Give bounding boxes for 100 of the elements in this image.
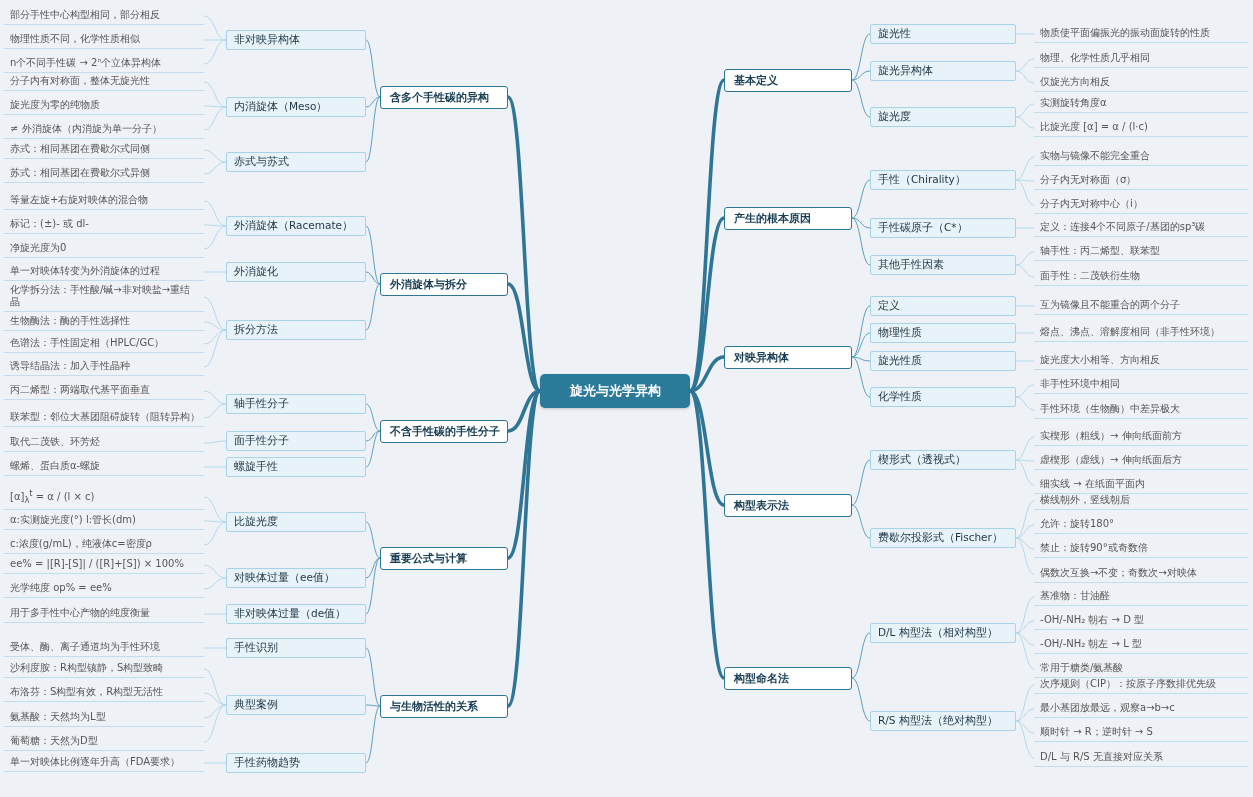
subtopic-box: 旋光性质 bbox=[870, 351, 1016, 371]
connector-line bbox=[203, 704, 227, 743]
underlined-text: 沙利度胺：R构型镇静，S构型致畸 bbox=[4, 660, 204, 678]
connector-line bbox=[365, 557, 381, 615]
subtopic-box: 手性碳原子（C*） bbox=[870, 218, 1016, 238]
underlined-text: 用于多手性中心产物的纯度衡量 bbox=[4, 605, 204, 623]
subtopic-box: 手性（Chirality） bbox=[870, 170, 1016, 190]
connector-line bbox=[1015, 632, 1035, 670]
underlined-text: 最小基团放最远，观察a→b→c bbox=[1034, 700, 1248, 718]
underlined-text: 部分手性中心构型相同，部分相反 bbox=[4, 7, 204, 25]
underlined-text: 实物与镜像不能完全重合 bbox=[1034, 148, 1248, 166]
connector-line bbox=[203, 149, 227, 163]
connector-line bbox=[1015, 384, 1035, 398]
connector-line bbox=[203, 668, 227, 706]
connector-line bbox=[365, 647, 381, 707]
subtopic-box: 对映体过量（ee值） bbox=[226, 568, 366, 588]
underlined-text: 化学拆分法：手性酸/碱→非对映盐→重结晶 bbox=[4, 282, 204, 312]
connector-line bbox=[851, 332, 871, 358]
subtopic-box: 轴手性分子 bbox=[226, 394, 366, 414]
branch-box: 不含手性碳的手性分子 bbox=[380, 419, 508, 443]
underlined-text: 旋光度大小相等、方向相反 bbox=[1034, 352, 1248, 370]
underlined-text: -OH/-NH₂ 朝右 → D 型 bbox=[1034, 612, 1248, 630]
underlined-text: 实测旋转角度α bbox=[1034, 95, 1248, 113]
subtopic-box: 内消旋体（Meso） bbox=[226, 97, 366, 117]
underlined-text: 色谱法：手性固定相（HPLC/GC） bbox=[4, 335, 204, 353]
subtopic-box: 非对映体过量（de值） bbox=[226, 604, 366, 624]
underlined-text: 虚楔形（虚线）→ 伸向纸面后方 bbox=[1034, 452, 1248, 470]
underlined-text: ee% = |[R]-[S]| / ([R]+[S]) × 100% bbox=[4, 556, 204, 574]
subtopic-box: 其他手性因素 bbox=[870, 255, 1016, 275]
underlined-text: 互为镜像且不能重合的两个分子 bbox=[1034, 297, 1248, 315]
underlined-text: 受体、酶、离子通道均为手性环境 bbox=[4, 639, 204, 657]
subtopic-box: D/L 构型法（相对构型） bbox=[870, 623, 1016, 643]
connector-line bbox=[365, 704, 381, 707]
subtopic-box: 定义 bbox=[870, 296, 1016, 316]
underlined-text: 非手性环境中相同 bbox=[1034, 376, 1248, 394]
connector-line bbox=[1015, 396, 1035, 411]
connector-line bbox=[203, 105, 227, 108]
subtopic-box: 手性药物趋势 bbox=[226, 753, 366, 773]
connector-line bbox=[1015, 620, 1035, 634]
underlined-text: 细实线 → 在纸面平面内 bbox=[1034, 476, 1248, 494]
underlined-text: 基准物：甘油醛 bbox=[1034, 588, 1248, 606]
connector-line bbox=[1015, 684, 1035, 722]
connector-line bbox=[365, 96, 381, 163]
underlined-text: ≠ 外消旋体（内消旋为单一分子） bbox=[4, 121, 204, 139]
connector-line bbox=[851, 70, 871, 81]
underlined-text: 诱导结晶法：加入手性晶种 bbox=[4, 358, 204, 376]
connector-line bbox=[1015, 251, 1035, 266]
subtopic-box: 旋光异构体 bbox=[870, 61, 1016, 81]
connector-line bbox=[851, 632, 871, 679]
connector-line bbox=[1015, 179, 1035, 206]
connector-line bbox=[1015, 179, 1035, 182]
underlined-text: 旋光度为零的纯物质 bbox=[4, 97, 204, 115]
connector-line bbox=[203, 577, 227, 590]
underlined-text: 分子内无对称面（σ） bbox=[1034, 172, 1248, 190]
connector-line bbox=[365, 403, 381, 432]
connector-line bbox=[365, 39, 381, 98]
connector-line bbox=[851, 305, 871, 358]
underlined-text: 取代二茂铁、环芳烃 bbox=[4, 434, 204, 452]
connector-line bbox=[507, 282, 541, 393]
connector-line bbox=[851, 217, 871, 266]
branch-box: 重要公式与计算 bbox=[380, 546, 508, 570]
connector-line bbox=[365, 283, 381, 331]
connector-line bbox=[1015, 720, 1035, 759]
connector-line bbox=[365, 225, 381, 285]
underlined-text: 比旋光度 [α] = α / (l·c) bbox=[1034, 119, 1248, 137]
connector-line bbox=[203, 161, 227, 175]
underlined-text: 光学纯度 op% = ee% bbox=[4, 580, 204, 598]
subtopic-box: 比旋光度 bbox=[226, 512, 366, 532]
connector-line bbox=[1015, 70, 1035, 84]
connector-line bbox=[203, 692, 227, 706]
subtopic-box: 外消旋化 bbox=[226, 262, 366, 282]
connector-line bbox=[365, 430, 381, 468]
connector-line bbox=[365, 521, 381, 559]
connector-line bbox=[365, 271, 381, 285]
connector-line bbox=[851, 217, 871, 229]
connector-line bbox=[851, 179, 871, 219]
underlined-text: 单一对映体转变为外消旋体的过程 bbox=[4, 263, 204, 281]
underlined-text: 实楔形（粗线）→ 伸向纸面前方 bbox=[1034, 428, 1248, 446]
underlined-text: 葡萄糖：天然为D型 bbox=[4, 733, 204, 751]
connector-line bbox=[203, 390, 227, 405]
underlined-text: 禁止：旋转90°或奇数倍 bbox=[1034, 540, 1248, 558]
underlined-text: D/L 与 R/S 无直接对应关系 bbox=[1034, 749, 1248, 767]
connector-line bbox=[1015, 264, 1035, 278]
connector-line bbox=[1015, 596, 1035, 634]
connector-line bbox=[1015, 524, 1035, 539]
underlined-text: 赤式：相同基团在费歇尔式同侧 bbox=[4, 141, 204, 159]
connector-line bbox=[203, 224, 227, 227]
connector-line bbox=[203, 521, 227, 546]
underlined-text: 手性环境（生物酶）中差异极大 bbox=[1034, 401, 1248, 419]
connector-line bbox=[1015, 459, 1035, 462]
underlined-text: α:实测旋光度(°) l:管长(dm) bbox=[4, 512, 204, 530]
branch-box: 构型命名法 bbox=[724, 666, 852, 690]
connector-line bbox=[365, 96, 381, 108]
underlined-text: 布洛芬：S构型有效，R构型无活性 bbox=[4, 684, 204, 702]
branch-box: 与生物活性的关系 bbox=[380, 694, 508, 718]
underlined-text: 氨基酸：天然均为L型 bbox=[4, 709, 204, 727]
connector-line bbox=[203, 225, 227, 250]
underlined-text: 标记：(±)- 或 dl- bbox=[4, 216, 204, 234]
branch-box: 基本定义 bbox=[724, 68, 852, 92]
subtopic-box: 旋光性 bbox=[870, 24, 1016, 44]
